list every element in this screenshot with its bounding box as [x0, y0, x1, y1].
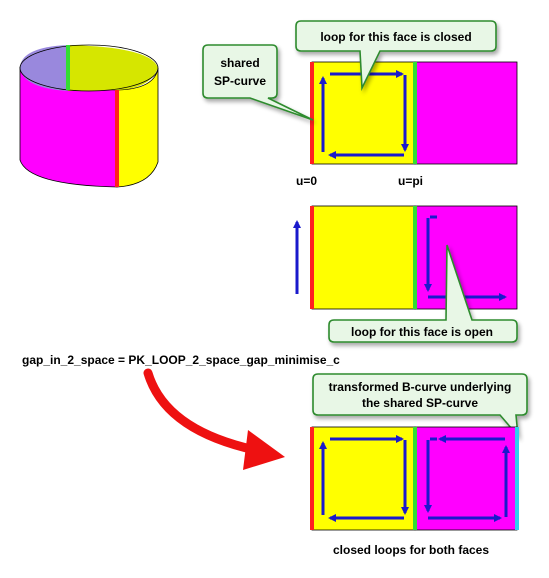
big-red-arrow — [143, 368, 285, 470]
callout-loop-closed: loop for this face is closed — [295, 20, 497, 92]
face-pair-bottom — [310, 426, 519, 531]
transformed-label-line2: the shared SP-curve — [362, 396, 478, 410]
cylinder-top-rim — [19, 44, 159, 92]
shared-label-line2: SP-curve — [214, 74, 266, 88]
face-pair-middle — [293, 205, 518, 310]
transformed-label-line1: transformed B-curve underlying — [329, 380, 512, 394]
shared-label-line1: shared — [220, 56, 259, 70]
open-loop-arrows — [424, 215, 507, 301]
loop-open-label: loop for this face is open — [351, 325, 493, 339]
callout-loop-open: loop for this face is open — [328, 244, 518, 343]
face-pair-top — [310, 61, 518, 165]
code-line: gap_in_2_space = PK_LOOP_2_space_gap_min… — [22, 353, 340, 367]
cylinder-top-purple — [20, 45, 68, 91]
face-magenta-bottom — [414, 426, 518, 531]
code-function: = PK_LOOP_2_space_gap_minimise_c — [115, 353, 340, 367]
code-variable: gap_in_2_space — [22, 353, 115, 367]
cylinder-top-yellow — [68, 45, 158, 91]
loop-closed-label: loop for this face is closed — [320, 30, 471, 44]
closed-loop-arrows-yellow — [319, 435, 409, 522]
both-closed-label: closed loops for both faces — [333, 543, 489, 557]
upi-label: u=pi — [398, 174, 423, 188]
callout-transformed-bcurve: transformed B-curve underlying the share… — [312, 373, 528, 439]
closed-loop-arrows-top — [319, 70, 409, 159]
callout-shared-sp-curve: shared SP-curve — [202, 44, 314, 121]
cylinder-yellow-face — [116, 67, 159, 188]
face-yellow-middle — [311, 205, 416, 310]
closed-loop-arrows-magenta — [424, 435, 510, 522]
face-magenta-middle — [414, 205, 518, 310]
face-yellow-bottom — [311, 426, 416, 531]
face-magenta-top — [414, 61, 518, 165]
u0-label: u=0 — [296, 174, 317, 188]
cylinder — [19, 44, 159, 188]
